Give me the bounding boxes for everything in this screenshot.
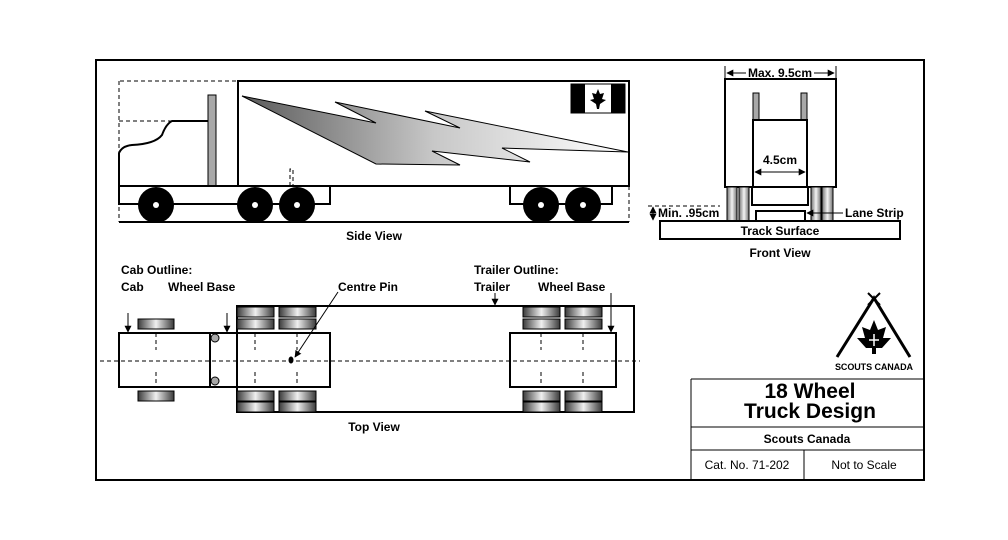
cab-chassis bbox=[118, 185, 331, 205]
scouts-canada-logo: SCOUTS CANADA bbox=[835, 292, 914, 372]
trailer-wheel-base bbox=[509, 332, 617, 388]
exhaust-stack bbox=[207, 94, 217, 187]
side-view-label: Side View bbox=[346, 229, 402, 243]
inner-width-label: 4.5cm bbox=[763, 153, 797, 167]
cab-outline-label: Cab Outline: bbox=[121, 263, 192, 277]
centre-pin bbox=[288, 356, 294, 364]
leader-arrow bbox=[294, 291, 339, 358]
trailer-wheel-base-label: Wheel Base bbox=[538, 280, 606, 294]
cab-profile bbox=[118, 120, 208, 186]
title-line-1: 18 Wheel bbox=[764, 380, 855, 403]
wheel bbox=[810, 186, 822, 222]
trailer-body bbox=[237, 80, 630, 187]
trailer-label: Trailer bbox=[474, 280, 510, 294]
top-view: Cab Outline: Cab Wheel Base Centre Pin T… bbox=[100, 263, 640, 434]
exhaust-stack bbox=[752, 92, 760, 121]
organization-label: Scouts Canada bbox=[764, 432, 851, 446]
cab-label: Cab bbox=[121, 280, 144, 294]
track-surface-label: Track Surface bbox=[741, 224, 820, 238]
exhaust-stack bbox=[800, 92, 808, 121]
cab-outline bbox=[118, 332, 211, 388]
canada-flag-icon bbox=[570, 83, 626, 114]
title-line-2: Truck Design bbox=[744, 400, 876, 423]
max-width-label: Max. 9.5cm bbox=[748, 66, 812, 80]
title-block: 18 Wheel Truck Design Scouts Canada Cat.… bbox=[690, 378, 924, 480]
tire bbox=[137, 390, 175, 402]
trailer-chassis bbox=[509, 186, 613, 205]
lane-strip-label: Lane Strip bbox=[845, 206, 904, 220]
wheel bbox=[726, 186, 738, 222]
trailer-outline bbox=[236, 305, 635, 413]
cab-wheel-base-label: Wheel Base bbox=[168, 280, 236, 294]
top-view-label: Top View bbox=[348, 420, 400, 434]
lane-strip bbox=[755, 210, 806, 222]
drawing-border bbox=[95, 59, 925, 481]
centre-pin-label: Centre Pin bbox=[338, 280, 398, 294]
wheel bbox=[821, 186, 834, 222]
track-surface bbox=[659, 220, 901, 240]
min-clearance-label: Min. .95cm bbox=[658, 206, 719, 220]
lightning-bolt-graphic bbox=[241, 95, 629, 166]
tire bbox=[137, 318, 175, 330]
side-wheels bbox=[138, 187, 601, 223]
fifth-wheel-marker bbox=[210, 376, 220, 386]
centre-pin-marker bbox=[289, 168, 294, 186]
front-view: Track Surface Max. 9.5cm 4.5cm Min. .95c… bbox=[648, 66, 904, 260]
side-view: Side View bbox=[118, 80, 630, 243]
catalog-number: Cat. No. 71-202 bbox=[705, 458, 790, 472]
front-view-label: Front View bbox=[749, 246, 811, 260]
scale-note: Not to Scale bbox=[831, 458, 897, 472]
trailer-outline-label: Trailer Outline: bbox=[474, 263, 559, 277]
logo-text: SCOUTS CANADA bbox=[835, 362, 914, 372]
trailer-front bbox=[724, 78, 837, 188]
fifth-wheel-marker bbox=[210, 333, 220, 343]
chassis-front bbox=[751, 186, 809, 206]
cab-wheel-base bbox=[209, 332, 331, 388]
wheel bbox=[738, 186, 750, 222]
